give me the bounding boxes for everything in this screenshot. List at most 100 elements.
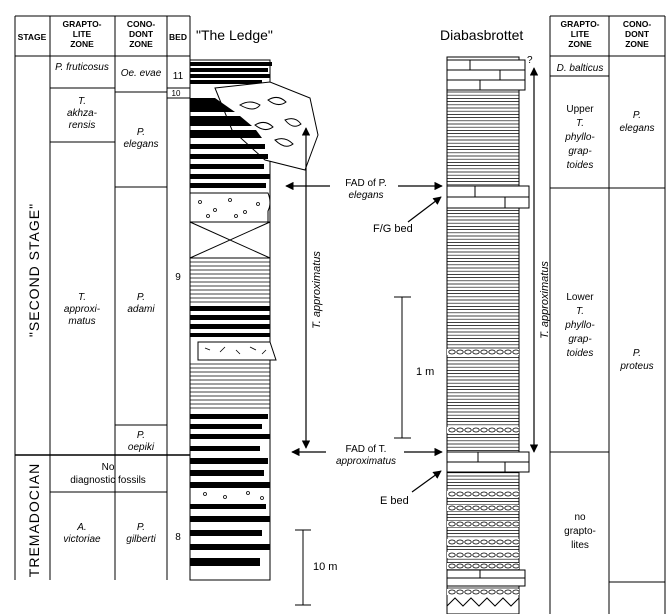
nodule [456, 427, 464, 433]
grapto-zone-fruticosus: P. fruticosus [55, 62, 109, 73]
nodule [472, 563, 480, 569]
nodule [472, 589, 480, 595]
conodont-zone-adami-2: adami [127, 304, 155, 315]
nodule [504, 521, 512, 527]
nodule [496, 539, 504, 545]
nodule [504, 427, 512, 433]
nodule [488, 521, 496, 527]
nodule [448, 539, 456, 545]
nodule [512, 521, 520, 527]
nodule [512, 491, 520, 497]
nodule [488, 589, 496, 595]
nodule [464, 552, 472, 558]
nodule [488, 552, 496, 558]
nodule [456, 589, 464, 595]
nodule [504, 491, 512, 497]
nodule [480, 505, 488, 511]
nodule [480, 349, 488, 355]
nodule [448, 552, 456, 558]
nodule [496, 589, 504, 595]
right-header-conodont-3: ZONE [625, 39, 649, 49]
stage-second: "SECOND STAGE" [26, 203, 42, 337]
nodule [472, 349, 480, 355]
nodule [480, 521, 488, 527]
grapto-zone-nofossils-2: diagnostic fossils [70, 475, 146, 486]
right-grapto-upper-4: grap- [568, 146, 592, 157]
right-grapto-lower-1: Lower [566, 292, 594, 303]
nodule [464, 539, 472, 545]
nodule [480, 427, 488, 433]
nodule [512, 563, 520, 569]
nodule [472, 539, 480, 545]
nodule [480, 563, 488, 569]
nodule [488, 349, 496, 355]
conodont-zone-oepiki-1: P. [137, 430, 145, 441]
nodule [496, 563, 504, 569]
nodule [488, 539, 496, 545]
nodule [448, 563, 456, 569]
nodule [464, 521, 472, 527]
conodont-zone-gilberti-1: P. [137, 522, 145, 533]
header-grapto-3: ZONE [70, 39, 94, 49]
conodont-zone-adami-1: P. [137, 292, 145, 303]
nodule [488, 427, 496, 433]
nodule [512, 427, 520, 433]
grapto-zone-akhzarensis-1: T. [78, 96, 86, 107]
ledge-lithology-column [189, 59, 319, 581]
nodule [480, 552, 488, 558]
conodont-zone-elegans-1: P. [137, 127, 145, 138]
nodule [480, 589, 488, 595]
nodule [448, 427, 456, 433]
nodule [472, 521, 480, 527]
nodule [448, 505, 456, 511]
nodule [464, 491, 472, 497]
nodule [448, 349, 456, 355]
right-conodont-elegans-2: elegans [619, 123, 654, 134]
right-grapto-lower-2: T. [576, 306, 584, 317]
right-header-grapto-2: LITE [571, 29, 590, 39]
right-conodont-elegans-1: P. [633, 110, 641, 121]
grapto-zone-victoriae-1: A. [76, 522, 86, 533]
nodule [488, 505, 496, 511]
conodont-zone-gilberti-2: gilberti [126, 534, 156, 545]
fg-bed-label: F/G bed [373, 223, 413, 235]
scale-bar-10m [295, 529, 311, 606]
nodule [464, 589, 472, 595]
nodule [496, 427, 504, 433]
question-mark: ? [527, 55, 533, 66]
nodule [464, 427, 472, 433]
nodule [464, 505, 472, 511]
scale-bar-1m [394, 296, 411, 439]
ledge-approximatus-label: T. approximatus [311, 251, 323, 329]
right-grapto-none-3: lites [571, 540, 589, 551]
nodule [472, 427, 480, 433]
fad-elegans-label-1: FAD of P. [345, 178, 387, 189]
nodule [504, 552, 512, 558]
right-grapto-upper-1: Upper [566, 104, 594, 115]
nodule [456, 539, 464, 545]
right-grapto-lower-4: grap- [568, 334, 592, 345]
nodule [448, 491, 456, 497]
e-bed-label: E bed [380, 495, 409, 507]
right-header-conodont-1: CONO- [623, 19, 652, 29]
grapto-zone-approximatus-2: approxi- [64, 304, 101, 315]
diabas-lithology-column [446, 56, 530, 614]
nodule [504, 539, 512, 545]
right-zone-table [549, 15, 666, 614]
right-grapto-balticus: D. balticus [557, 63, 604, 74]
grapto-zone-akhzarensis-3: rensis [69, 120, 96, 131]
grapto-zone-nofossils-1: No [102, 462, 115, 473]
conodont-zone-elegans-2: elegans [123, 139, 158, 150]
right-grapto-none-2: grapto- [564, 526, 596, 537]
fad-approx-label-2: approximatus [336, 456, 396, 467]
diabas-column-title: Diabasbrottet [440, 27, 523, 43]
right-grapto-upper-2: T. [576, 118, 584, 129]
nodule [512, 552, 520, 558]
grapto-zone-approximatus-1: T. [78, 292, 86, 303]
grapto-zone-akhzarensis-2: akhza- [67, 108, 98, 119]
right-header-conodont-2: DONT [625, 29, 650, 39]
header-stage: STAGE [18, 32, 47, 42]
right-grapto-upper-3: phyllo- [564, 132, 595, 143]
nodule [480, 539, 488, 545]
